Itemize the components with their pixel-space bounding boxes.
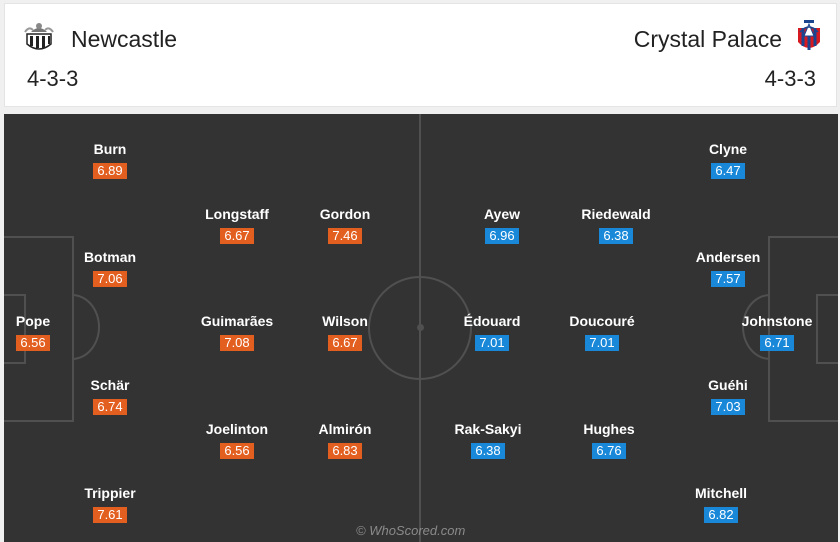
player-rating: 6.38 xyxy=(599,228,633,244)
player-rating: 7.01 xyxy=(585,335,619,351)
away-team-name[interactable]: Crystal Palace xyxy=(633,26,782,52)
pitch: Burn 6.89 Longstaff 6.67 Gordon 7.46 Bot… xyxy=(4,114,838,542)
player-rating: 6.47 xyxy=(711,163,745,179)
away-player-hughes[interactable]: Hughes 6.76 xyxy=(569,421,649,460)
player-name: Clyne xyxy=(708,141,748,157)
player-name: Pope xyxy=(15,313,51,329)
home-player-longstaff[interactable]: Longstaff 6.67 xyxy=(197,206,277,245)
player-rating: 7.57 xyxy=(711,271,745,287)
watermark: © WhoScored.com xyxy=(356,523,466,538)
home-player-trippier[interactable]: Trippier 7.61 xyxy=(70,485,150,524)
away-player-andersen[interactable]: Andersen 7.57 xyxy=(688,249,768,288)
player-rating: 6.82 xyxy=(704,507,738,523)
centre-spot xyxy=(417,324,424,331)
player-name: Édouard xyxy=(463,313,521,329)
player-name: Longstaff xyxy=(205,206,269,222)
player-name: Rak-Sakyi xyxy=(454,421,522,437)
away-goal-area xyxy=(816,294,838,364)
player-name: Guimarães xyxy=(200,313,274,329)
player-name: Mitchell xyxy=(694,485,748,501)
player-rating: 7.61 xyxy=(93,507,127,523)
player-name: Schär xyxy=(90,377,130,393)
away-player-doucoure[interactable]: Doucouré 7.01 xyxy=(562,313,642,352)
player-rating: 6.56 xyxy=(16,335,50,351)
player-name: Andersen xyxy=(695,249,761,265)
player-rating: 6.67 xyxy=(220,228,254,244)
home-player-pope[interactable]: Pope 6.56 xyxy=(4,313,73,352)
player-name: Botman xyxy=(83,249,137,265)
player-rating: 7.03 xyxy=(711,399,745,415)
away-player-rak-sakyi[interactable]: Rak-Sakyi 6.38 xyxy=(448,421,528,460)
player-name: Guéhi xyxy=(708,377,748,393)
player-name: Doucouré xyxy=(569,313,635,329)
player-name: Trippier xyxy=(84,485,136,501)
player-name: Burn xyxy=(93,141,127,157)
player-rating: 6.83 xyxy=(328,443,362,459)
home-player-wilson[interactable]: Wilson 6.67 xyxy=(305,313,385,352)
home-player-botman[interactable]: Botman 7.06 xyxy=(70,249,150,288)
away-player-edouard[interactable]: Édouard 7.01 xyxy=(452,313,532,352)
player-name: Johnstone xyxy=(741,313,813,329)
away-player-riedewald[interactable]: Riedewald 6.38 xyxy=(576,206,656,245)
player-rating: 6.76 xyxy=(592,443,626,459)
away-formation: 4-3-3 xyxy=(764,66,816,91)
home-player-schar[interactable]: Schär 6.74 xyxy=(70,377,150,416)
away-player-guehi[interactable]: Guéhi 7.03 xyxy=(688,377,768,416)
player-rating: 6.56 xyxy=(220,443,254,459)
player-name: Ayew xyxy=(483,206,521,222)
player-rating: 6.74 xyxy=(93,399,127,415)
centre-circle xyxy=(368,276,472,380)
player-rating: 6.38 xyxy=(471,443,505,459)
player-rating: 6.96 xyxy=(485,228,519,244)
player-name: Wilson xyxy=(322,313,368,329)
player-rating: 7.06 xyxy=(93,271,127,287)
player-rating: 7.46 xyxy=(328,228,362,244)
player-name: Gordon xyxy=(319,206,371,222)
player-rating: 7.08 xyxy=(220,335,254,351)
player-rating: 6.67 xyxy=(328,335,362,351)
home-player-joelinton[interactable]: Joelinton 6.56 xyxy=(197,421,277,460)
away-player-mitchell[interactable]: Mitchell 6.82 xyxy=(681,485,761,524)
player-name: Almirón xyxy=(318,421,372,437)
player-name: Hughes xyxy=(583,421,635,437)
away-player-ayew[interactable]: Ayew 6.96 xyxy=(462,206,542,245)
match-header: Newcastle 4-3-3 Crystal Palace 4-3-3 xyxy=(4,3,837,107)
player-name: Riedewald xyxy=(581,206,651,222)
crystal-palace-crest-icon xyxy=(798,20,820,50)
newcastle-crest-icon xyxy=(24,23,54,50)
home-formation: 4-3-3 xyxy=(27,66,79,91)
away-player-johnstone[interactable]: Johnstone 6.71 xyxy=(737,313,817,352)
home-player-almiron[interactable]: Almirón 6.83 xyxy=(305,421,385,460)
home-player-gordon[interactable]: Gordon 7.46 xyxy=(305,206,385,245)
home-goal-area xyxy=(4,294,26,364)
home-team-name[interactable]: Newcastle xyxy=(71,26,178,52)
away-player-clyne[interactable]: Clyne 6.47 xyxy=(688,141,768,180)
home-player-guimaraes[interactable]: Guimarães 7.08 xyxy=(197,313,277,352)
player-name: Joelinton xyxy=(205,421,269,437)
home-player-burn[interactable]: Burn 6.89 xyxy=(70,141,150,180)
player-rating: 6.89 xyxy=(93,163,127,179)
player-rating: 6.71 xyxy=(760,335,794,351)
player-rating: 7.01 xyxy=(475,335,509,351)
